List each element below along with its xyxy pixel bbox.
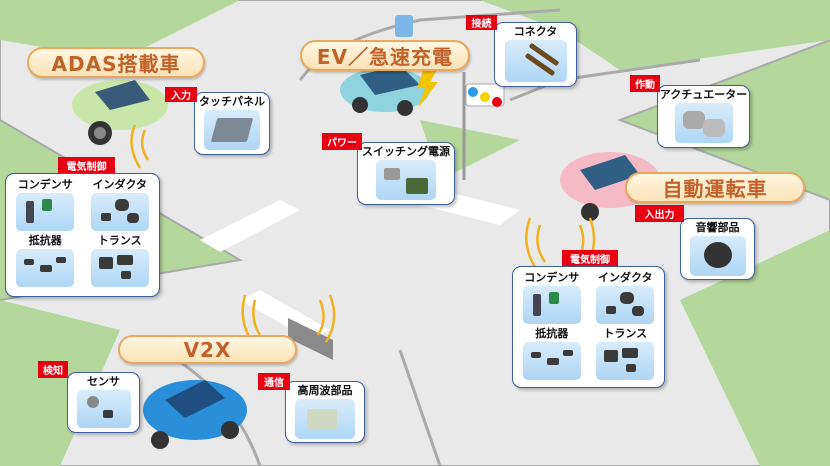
autonomous-car-label: 自動運転車 bbox=[625, 172, 805, 203]
connector-image bbox=[504, 40, 567, 82]
ev-charging-label: EV／急速充電 bbox=[300, 40, 470, 71]
card-title: 音響部品 bbox=[695, 221, 740, 234]
inductor-image bbox=[90, 193, 149, 231]
item-transformer[interactable]: トランス bbox=[593, 325, 659, 380]
traffic-light bbox=[462, 72, 505, 180]
card-touch-panel[interactable]: タッチパネル bbox=[194, 92, 270, 155]
audio-parts-image bbox=[689, 236, 746, 276]
item-inductor[interactable]: インダクタ bbox=[593, 269, 659, 324]
adas-car-label: ADAS搭載車 bbox=[27, 47, 205, 78]
resistor-image bbox=[16, 249, 75, 287]
card-rf-parts[interactable]: 高周波部品 bbox=[285, 381, 365, 443]
switching-power-image bbox=[376, 160, 436, 200]
card-audio-parts[interactable]: 音響部品 bbox=[680, 218, 755, 280]
transformer-image bbox=[596, 342, 655, 380]
card-connector[interactable]: コネクタ bbox=[494, 22, 577, 87]
card-title: 高周波部品 bbox=[297, 384, 353, 397]
card-electric-control-right[interactable]: コンデンサ インダクタ 抵抗器 トランス bbox=[512, 266, 665, 388]
tag-input-output: 入出力 bbox=[635, 205, 684, 222]
item-resistor[interactable]: 抵抗器 bbox=[519, 325, 585, 380]
item-inductor[interactable]: インダクタ bbox=[87, 176, 154, 231]
card-electric-control-left[interactable]: コンデンサ インダクタ 抵抗器 トランス bbox=[5, 173, 160, 297]
card-sensor[interactable]: センサ bbox=[67, 372, 140, 433]
item-transformer[interactable]: トランス bbox=[87, 232, 154, 287]
rf-parts-image bbox=[295, 399, 355, 439]
card-title: タッチパネル bbox=[199, 95, 265, 108]
tag-electric-control-left: 電気制御 bbox=[58, 157, 115, 173]
sensor-image bbox=[76, 390, 131, 428]
item-capacitor[interactable]: コンデンサ bbox=[12, 176, 79, 231]
v2x-label: V2X bbox=[118, 335, 297, 364]
card-title: スイッチング電源 bbox=[362, 145, 450, 158]
adas-car bbox=[72, 80, 168, 145]
item-resistor[interactable]: 抵抗器 bbox=[12, 232, 79, 287]
tag-connect: 接続 bbox=[466, 15, 497, 30]
tag-input: 入力 bbox=[165, 87, 197, 102]
actuator-image bbox=[674, 103, 733, 143]
roadside-unit bbox=[288, 318, 333, 360]
capacitor-image bbox=[522, 286, 581, 324]
tag-actuate: 作動 bbox=[630, 75, 660, 92]
ev-car bbox=[340, 15, 440, 116]
inductor-image bbox=[596, 286, 655, 324]
card-title: アクチュエーター bbox=[659, 88, 748, 101]
card-title: センサ bbox=[87, 375, 120, 388]
card-actuator[interactable]: アクチュエーター bbox=[657, 85, 750, 148]
tag-detect: 検知 bbox=[38, 361, 68, 378]
v2x-car bbox=[143, 380, 247, 449]
transformer-image bbox=[90, 249, 149, 287]
item-capacitor[interactable]: コンデンサ bbox=[519, 269, 585, 324]
card-switching-power[interactable]: スイッチング電源 bbox=[357, 142, 455, 205]
resistor-image bbox=[522, 342, 581, 380]
capacitor-image bbox=[16, 193, 75, 231]
touch-panel-image bbox=[204, 110, 260, 150]
tag-communication: 通信 bbox=[258, 373, 290, 390]
tag-power: パワー bbox=[322, 133, 362, 150]
card-title: コネクタ bbox=[513, 25, 558, 38]
tag-electric-control-right: 電気制御 bbox=[562, 250, 618, 266]
